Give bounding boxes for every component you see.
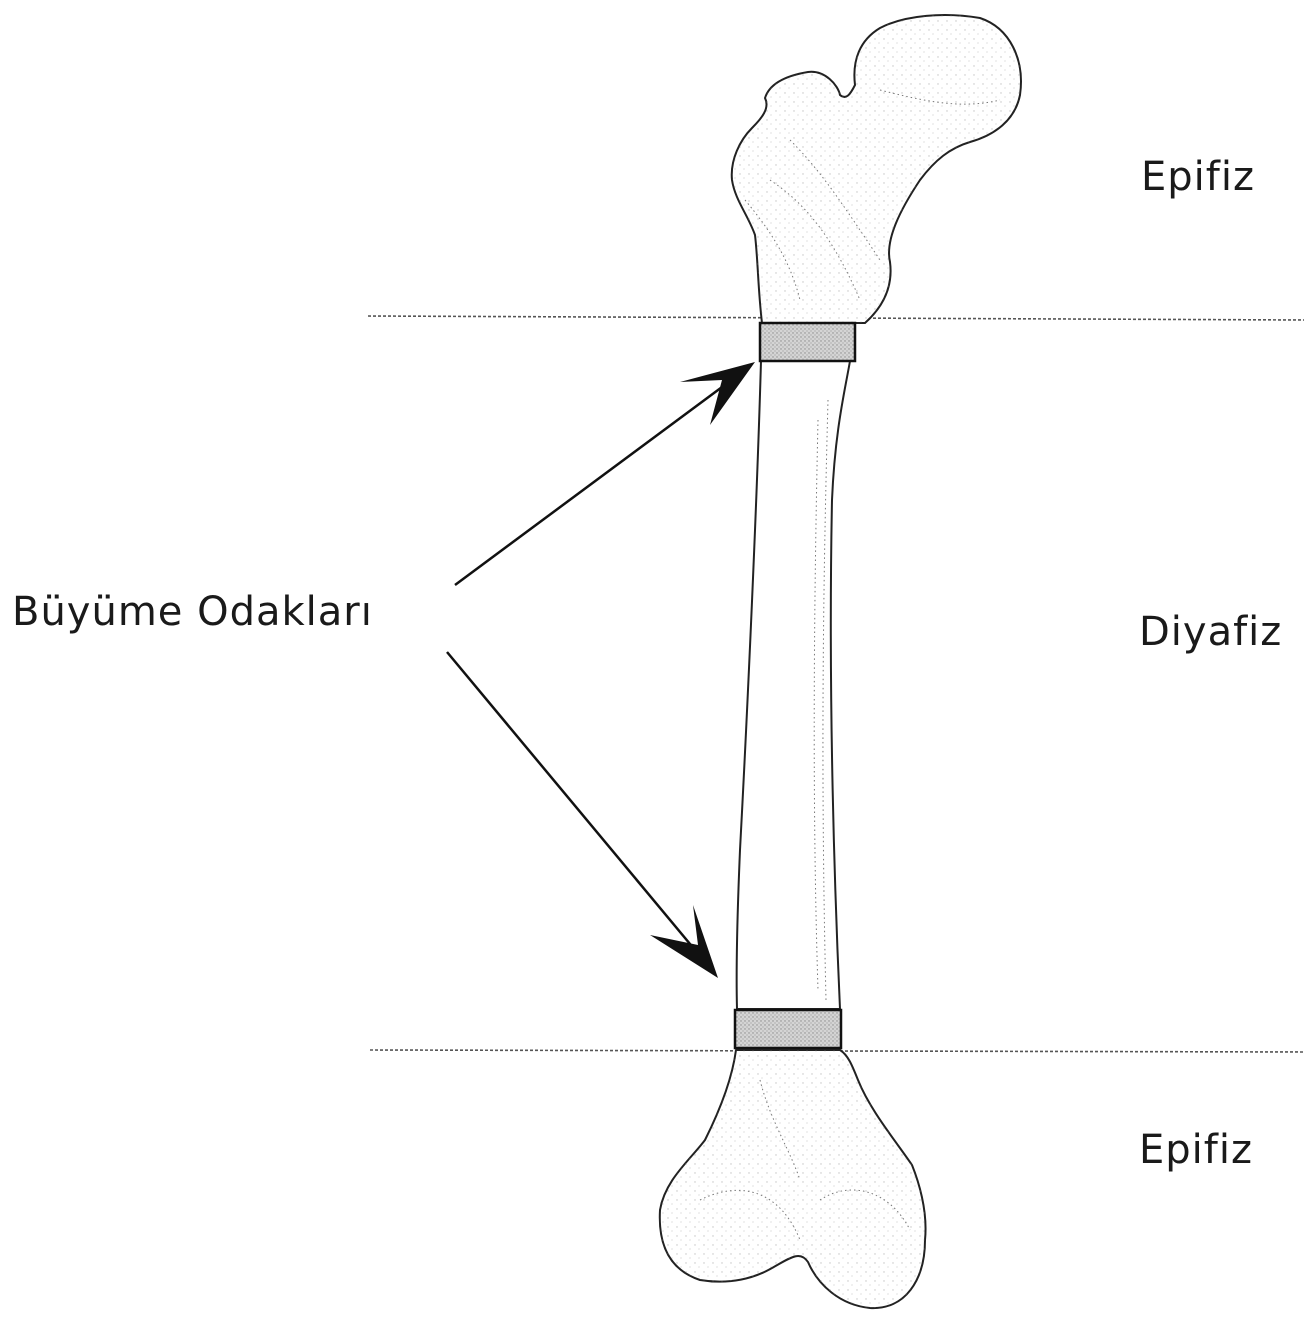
label-growth-centers: Büyüme Odakları <box>12 589 373 635</box>
lower-growth-plate <box>735 1010 841 1048</box>
growth-center-arrows <box>447 362 755 978</box>
upper-arrow-head <box>680 362 755 425</box>
lower-arrow-line <box>447 652 710 968</box>
label-diaphysis: Diyafiz <box>1139 609 1282 655</box>
upper-growth-plate <box>760 323 855 361</box>
upper-arrow-line <box>455 370 745 585</box>
label-epiphysis-top: Epifiz <box>1141 154 1255 200</box>
label-epiphysis-bottom: Epifiz <box>1139 1127 1253 1173</box>
femur-bone <box>660 15 1021 1308</box>
lower-arrow-head <box>650 905 718 978</box>
femur-shaft <box>737 361 850 1009</box>
